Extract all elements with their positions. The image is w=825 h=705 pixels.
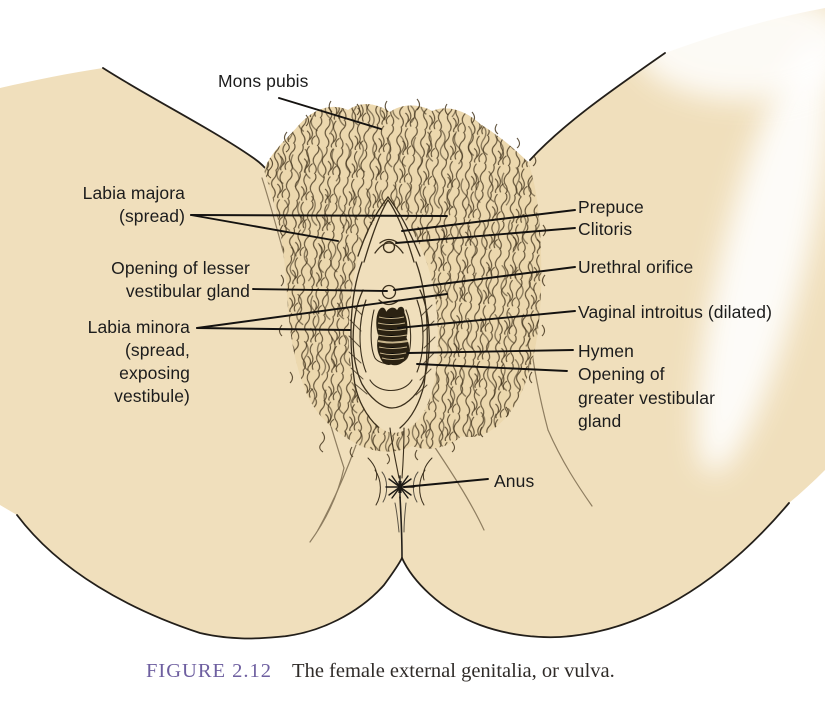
label-urethral-orifice: Urethral orifice <box>578 257 694 277</box>
label-labia-majora: Labia majora (spread) <box>82 183 185 226</box>
label-anus: Anus <box>494 471 535 491</box>
clitoris-glans <box>382 240 396 254</box>
leader-labia-majora-b <box>190 214 339 242</box>
leader-mons-pubis <box>278 97 382 130</box>
leader-labia-majora-a <box>190 214 448 217</box>
leader-hymen <box>407 349 574 354</box>
anatomy-illustration <box>0 0 825 640</box>
label-lesser-vestibular-gland: Opening of lesser vestibular gland <box>111 258 250 301</box>
leader-lines <box>190 97 576 488</box>
figure-number: FIGURE 2.12 <box>146 660 273 682</box>
leader-greater-gland <box>416 363 568 372</box>
body-outlines <box>16 52 790 640</box>
label-mons-pubis: Mons pubis <box>218 71 309 91</box>
leader-prepuce <box>401 209 576 232</box>
leader-lesser-gland <box>252 288 388 292</box>
label-hymen: Hymen <box>578 341 634 361</box>
vulva-detail <box>348 196 436 506</box>
leader-urethral-orifice <box>393 266 576 291</box>
label-greater-vestibular-gland: Opening of greater vestibular gland <box>578 364 716 431</box>
figure-caption: FIGURE 2.12 The female external genitalia… <box>146 660 615 683</box>
vaginal-introitus-mark <box>376 306 410 366</box>
prepuce-fold <box>374 242 404 254</box>
leader-anus <box>403 478 489 488</box>
label-clitoris: Clitoris <box>578 219 633 239</box>
leader-clitoris <box>395 227 576 244</box>
pubic-hair <box>264 98 547 465</box>
label-vaginal-introitus: Vaginal introitus (dilated) <box>578 302 773 322</box>
label-prepuce: Prepuce <box>578 197 644 217</box>
figure-caption-text: The female external genitalia, or vulva. <box>292 660 615 682</box>
body-silhouette <box>0 0 825 640</box>
leader-vaginal-introitus <box>397 310 576 329</box>
urethral-orifice-mark <box>381 284 397 300</box>
thigh-highlight <box>635 0 825 474</box>
leader-labia-minora-b <box>196 327 351 331</box>
leader-labia-minora-a <box>196 293 448 329</box>
label-labia-minora: Labia minora (spread, exposing vestibule… <box>87 317 190 406</box>
